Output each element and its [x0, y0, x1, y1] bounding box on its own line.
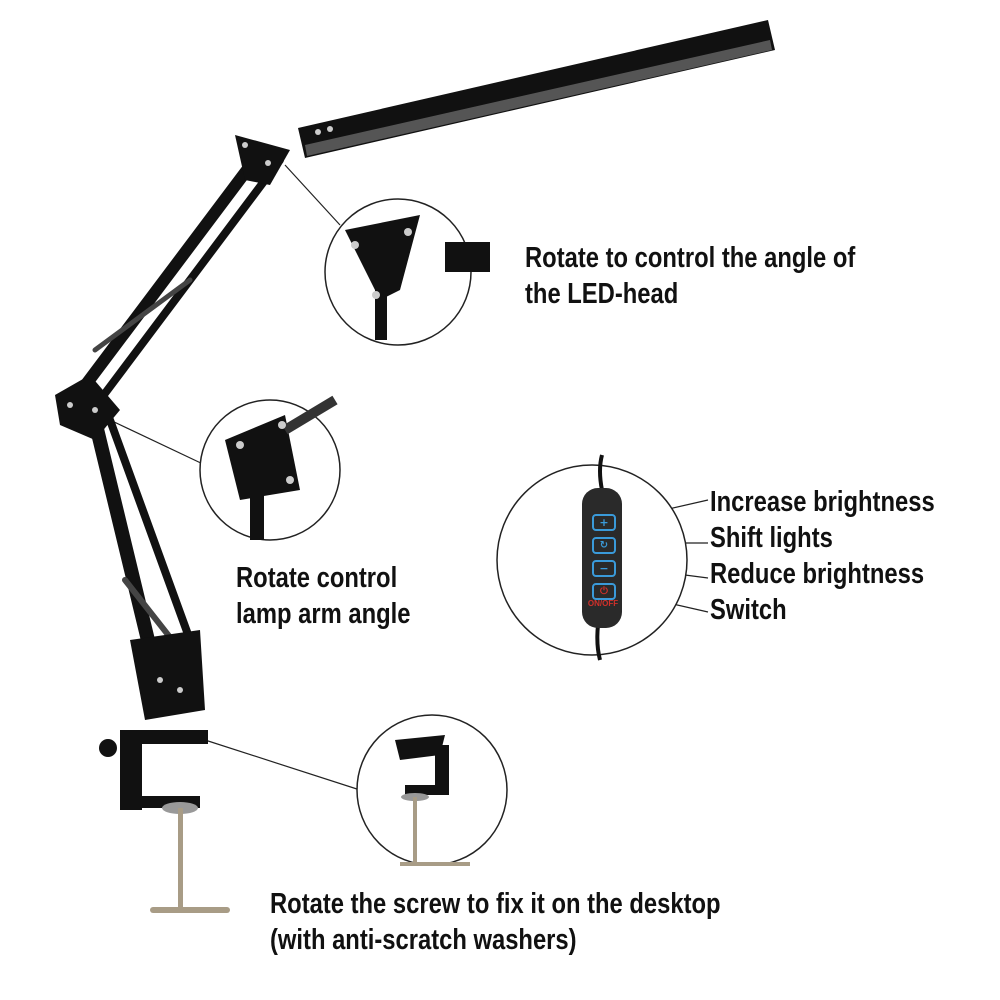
- desk-clamp: [99, 730, 230, 913]
- increase-brightness-button[interactable]: +: [592, 514, 616, 531]
- detail-circle-controller: [496, 454, 688, 661]
- label-reduce-brightness: Reduce brightness: [710, 558, 925, 590]
- detail-circle-head: [324, 198, 490, 346]
- caption-arm: Rotate control lamp arm angle: [236, 560, 410, 632]
- power-icon: ⏻: [600, 586, 608, 597]
- led-head: [298, 20, 775, 158]
- label-shift-lights: Shift lights: [710, 522, 833, 554]
- power-button[interactable]: ⏻: [592, 583, 616, 600]
- detail-circle-arm: [199, 395, 341, 541]
- label-increase-brightness: Increase brightness: [710, 486, 935, 518]
- caption-line: Rotate the screw to fix it on the deskto…: [270, 888, 721, 920]
- lamp-arms: [72, 144, 284, 697]
- minus-icon: −: [599, 562, 609, 575]
- detail-circle-clamp: [356, 714, 508, 866]
- caption-led-head: Rotate to control the angle of the LED-h…: [525, 240, 855, 312]
- caption-line: Rotate control: [236, 562, 398, 594]
- caption-clamp: Rotate the screw to fix it on the deskto…: [270, 886, 721, 958]
- caption-line: (with anti-scratch washers): [270, 924, 577, 956]
- shift-lights-button[interactable]: ↻: [592, 537, 616, 554]
- plus-icon: +: [599, 516, 609, 529]
- cycle-icon: ↻: [599, 540, 609, 551]
- reduce-brightness-button[interactable]: −: [592, 560, 616, 577]
- switch-label: ON/OFF: [587, 599, 619, 608]
- caption-line: Rotate to control the angle of: [525, 242, 856, 274]
- caption-line: the LED-head: [525, 278, 679, 310]
- caption-line: lamp arm angle: [236, 598, 411, 630]
- label-switch: Switch: [710, 594, 787, 626]
